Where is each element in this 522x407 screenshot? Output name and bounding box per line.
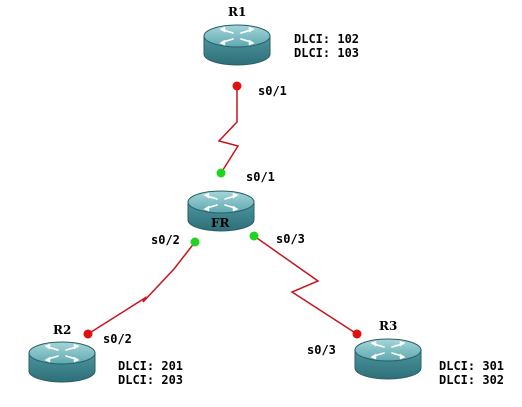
router-r3-icon[interactable] [354,338,422,380]
r2-dlci-label-1: DLCI: 201 [118,359,184,373]
fr-interface-s0-3-label: s0/3 [276,232,305,246]
r1-dlci-label-2: DLCI: 103 [294,46,360,60]
router-r1-name: R1 [228,5,247,19]
router-r3-name: R3 [379,319,398,333]
port-fr-s0-1-dot [216,168,226,178]
router-r2-name: R2 [53,323,72,337]
link-r3-fr [253,235,358,335]
fr-interface-s0-1-label: s0/1 [246,170,275,184]
fr-interface-s0-2-label: s0/2 [151,233,180,247]
port-r2-s0-2-dot [83,329,93,339]
port-fr-s0-2-dot [190,237,200,247]
router-r2-icon[interactable] [28,341,96,383]
port-fr-s0-3-dot [249,231,259,241]
r1-dlci-label-1: DLCI: 102 [294,32,360,46]
port-r3-s0-3-dot [352,329,362,339]
router-fr-name: FR [211,216,230,230]
r3-interface-label: s0/3 [307,343,336,357]
r3-dlci-label-1: DLCI: 301 [439,359,505,373]
port-r1-s0-1-dot [232,81,242,91]
link-r2-fr [87,241,196,335]
r3-dlci-label-2: DLCI: 302 [439,373,505,387]
r2-dlci-label-2: DLCI: 203 [118,373,184,387]
link-r1-fr [217,86,240,174]
r1-interface-label: s0/1 [258,84,287,98]
r2-interface-label: s0/2 [103,332,132,346]
router-r1-icon[interactable] [203,24,271,66]
